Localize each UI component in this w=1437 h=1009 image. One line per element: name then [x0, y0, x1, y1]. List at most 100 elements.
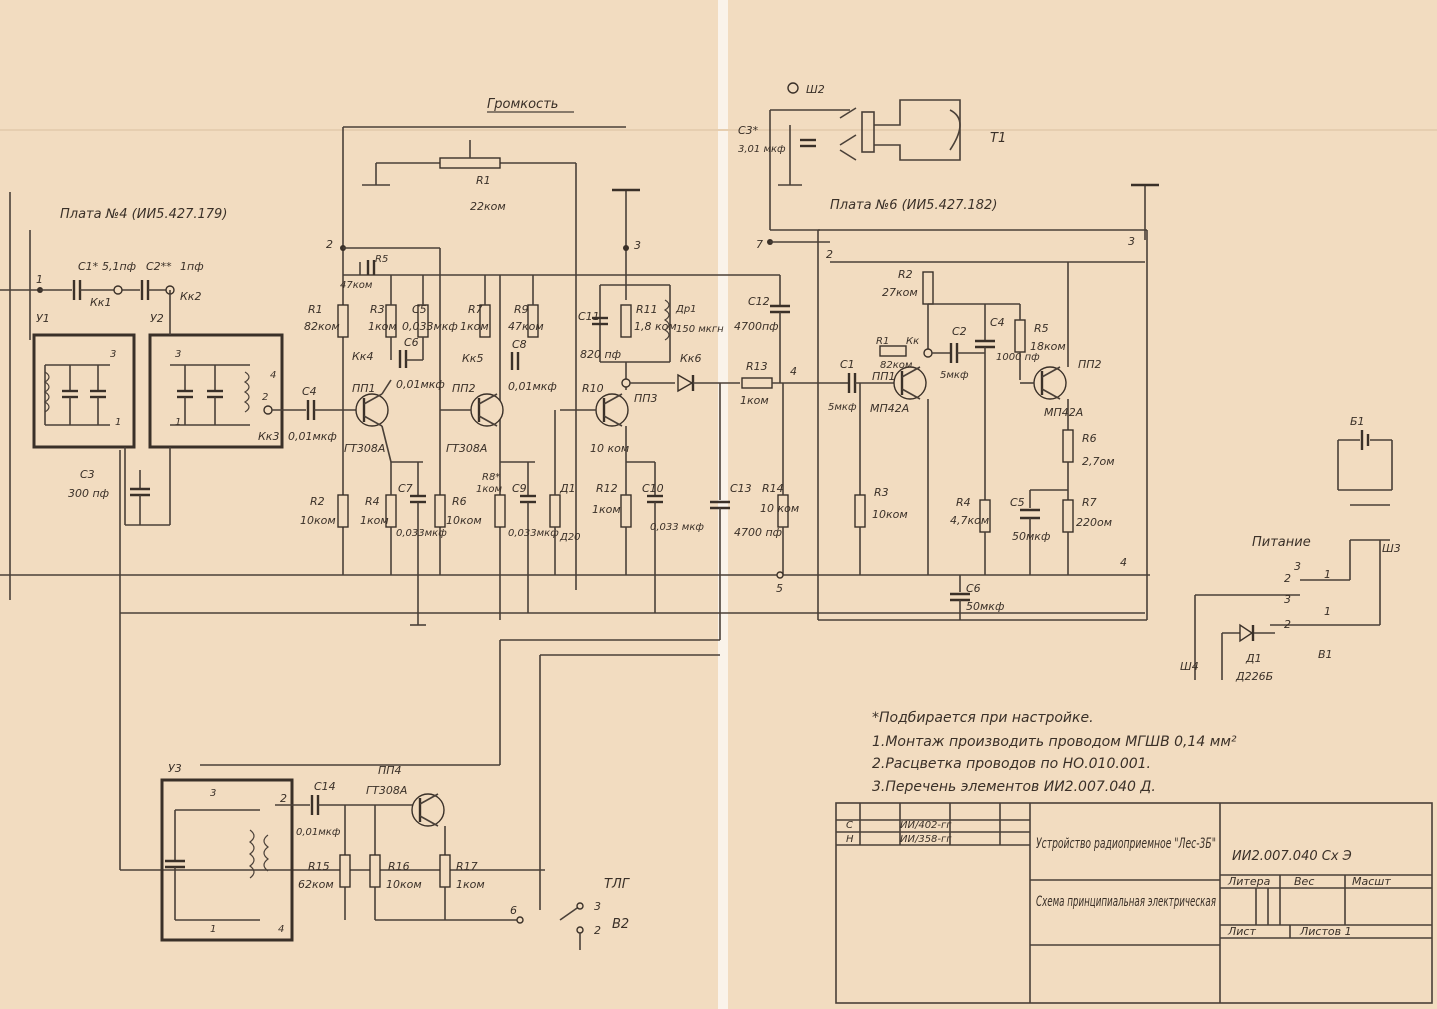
- headphones-label: Т1: [990, 131, 1006, 146]
- pp2-b6-name: ПП2: [1078, 358, 1102, 371]
- r3-b6-value: 10ком: [872, 508, 908, 521]
- r1-b4-value: 82ком: [304, 320, 340, 333]
- svg-text:3: 3: [110, 349, 116, 360]
- c12-b4-value: 4700пф: [734, 320, 779, 333]
- r7-b4-value: 1ком: [460, 320, 489, 333]
- node-4-right: 4: [1120, 556, 1127, 569]
- r14-b4-value: 10 ком: [760, 502, 799, 515]
- kk4-label: Кк4: [352, 350, 373, 363]
- dr1-value: 150 мкгн: [676, 324, 724, 335]
- r1-volume-name: R1: [476, 174, 491, 187]
- r7-b6-value: 220ом: [1076, 516, 1112, 529]
- title-block: С Н ИИ/402-гг ИИ/358-гг Устройство радио…: [835, 802, 1433, 1004]
- volume-label: Громкость: [487, 97, 558, 112]
- c11-b4-name: С11: [578, 310, 600, 323]
- pp2-b4-type: ГТ308А: [446, 442, 487, 455]
- r6-b6-name: R6: [1082, 432, 1097, 445]
- r1-b6-value: 82ком: [880, 360, 913, 371]
- r9-b4-name: R9: [514, 303, 529, 316]
- kk6-label: ПП3: [634, 392, 658, 405]
- r4-b4-value: 1ком: [360, 514, 389, 527]
- c3-b4-value: 300 пф: [68, 487, 109, 500]
- r2-b6-name: R2: [898, 268, 913, 281]
- pp4-type: ГТ308А: [366, 784, 407, 797]
- rev-row-2: ИИ/358-гг: [900, 834, 952, 845]
- doc-description: Схема принципиальная электрическая: [1036, 894, 1216, 910]
- rev-mark-1: С: [846, 820, 853, 831]
- transistor-pp1: [355, 379, 392, 463]
- module-u3: У3 3 1 4 2: [160, 762, 294, 942]
- transistor-pp3: [560, 393, 629, 427]
- col-ves: Вес: [1294, 875, 1314, 888]
- board6-label: Плата №6 (ИИ5.427.182): [830, 198, 997, 213]
- power-section: Б1 Ш3 Питание 3 1 3 1 2 2 В1 Д1 Д226Б Ш4: [1180, 415, 1401, 683]
- c3-top-value: 3,01 мкф: [738, 144, 786, 155]
- c2-b6-name: С2: [952, 325, 967, 338]
- c11-b4-value: 820 пф: [580, 348, 621, 361]
- jack-label: Ш2: [806, 83, 825, 96]
- pp4-name: ПП4: [378, 764, 402, 777]
- volume-potentiometer: R1 22ком: [342, 126, 626, 590]
- r15-b3-name: R15: [308, 860, 330, 873]
- battery-label: Б1: [1350, 415, 1365, 428]
- note-line0: *Подбирается при настройке.: [872, 710, 1094, 726]
- r2-b6-value: 27ком: [882, 286, 918, 299]
- node-3-right: 3: [1128, 235, 1135, 248]
- c4-b4-value: 0,01мкф: [288, 430, 337, 443]
- r10-b4-value: Д20: [559, 532, 581, 543]
- sw-contact-e: 2: [1284, 618, 1291, 631]
- r7-b6-name: R7: [1082, 496, 1097, 509]
- r10-b4-name: Д1: [559, 482, 576, 495]
- c1-b6-name: С1: [840, 358, 855, 371]
- c4-b4-name: С4: [302, 385, 317, 398]
- r1-volume-value: 22ком: [470, 200, 506, 213]
- transistor-pp4: [411, 793, 445, 827]
- r14-b4-name: R14: [762, 482, 784, 495]
- power-label: Питание: [1252, 535, 1311, 550]
- center-fold: [718, 0, 728, 1009]
- module-u2: У2 3 4 2 1: [148, 312, 284, 449]
- col-list: Лист: [1227, 925, 1256, 938]
- r12-b4-value: 1ком: [592, 503, 621, 516]
- svg-text:2: 2: [262, 392, 268, 403]
- c5-b6-name: С5: [1010, 496, 1025, 509]
- c14-b3-name: С14: [314, 780, 336, 793]
- dr1-name: Др1: [675, 304, 697, 315]
- r12-b4-name: R12: [596, 482, 618, 495]
- switch-b1-label: В1: [1318, 648, 1333, 661]
- kk3-label: Кк3: [258, 430, 279, 443]
- svg-text:4: 4: [270, 370, 276, 381]
- c1-name: С1*: [78, 260, 99, 273]
- r5-b6-name: R5: [1034, 322, 1049, 335]
- svg-text:3: 3: [175, 349, 181, 360]
- r17-b3-value: 1ком: [456, 878, 485, 891]
- r13-b4-value: 1ком: [740, 394, 769, 407]
- c9-b4-value: 0,033мкф: [508, 528, 559, 539]
- notes-block: *Подбирается при настройке. 1.Монтаж про…: [872, 710, 1237, 795]
- r5-b4-name: С5: [412, 303, 427, 316]
- c7-b4-value: 0,033мкф: [396, 528, 447, 539]
- pp2-b6-type: МП42А: [1044, 406, 1083, 419]
- c5-b4-name: R5: [375, 254, 388, 265]
- node-3-left: 3: [634, 239, 641, 252]
- tlg-switch: В2: [612, 917, 629, 932]
- kk2-label: Кк2: [180, 290, 201, 303]
- c10-b4-value: 0,033 мкф: [650, 522, 704, 533]
- sw-contact-d: 1: [1324, 605, 1331, 618]
- c1-value: 5,1пф: [102, 260, 136, 273]
- pp3-b4-type: 10 ком: [590, 442, 629, 455]
- c1-b6-value: 5мкф: [828, 402, 857, 413]
- pp3-b4-name: R10: [582, 382, 604, 395]
- node-1: 1: [36, 273, 43, 286]
- r9-b4-value: 47ком: [508, 320, 544, 333]
- c6-b4-name: С6: [404, 336, 419, 349]
- node-6: 6: [510, 904, 517, 917]
- c2-name: С2**: [146, 260, 172, 273]
- device-name: Устройство радиоприемное "Лес-3Б": [1036, 836, 1216, 852]
- u1-label: У1: [36, 312, 50, 325]
- u2-label: У2: [150, 312, 164, 325]
- r1-b4-name: R1: [308, 303, 323, 316]
- c3-b4-name: С3: [80, 468, 95, 481]
- r8-b4-value: 1ком: [476, 484, 503, 495]
